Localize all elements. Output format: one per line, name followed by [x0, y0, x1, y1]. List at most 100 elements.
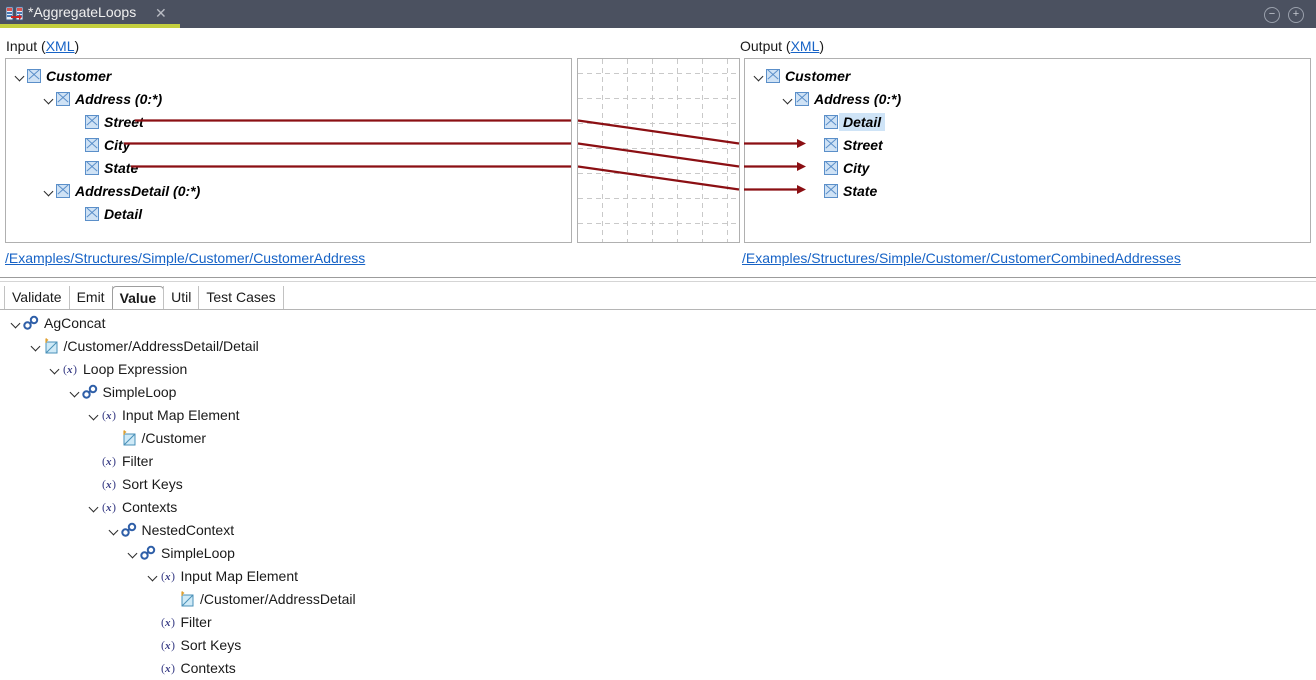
tree-node-label: Detail: [104, 205, 143, 222]
svg-text:): ): [171, 661, 175, 675]
input-structure-path-link[interactable]: /Examples/Structures/Simple/Customer/Cus…: [5, 250, 366, 266]
expression-node-nestedcontext[interactable]: NestedContext: [107, 518, 235, 541]
expression-node-contexts[interactable]: (x)Contexts: [87, 495, 177, 518]
chevron-down-icon[interactable]: [29, 339, 43, 353]
expression-node-loop-expression[interactable]: (x)Loop Expression: [48, 357, 187, 380]
svg-text:x: x: [105, 479, 112, 491]
output-node-detail[interactable]: Detail: [810, 110, 886, 133]
close-icon[interactable]: ✕: [155, 5, 167, 21]
expression-node-sort-keys[interactable]: (x)Sort Keys: [87, 472, 183, 495]
node-checkbox-icon[interactable]: [85, 160, 99, 175]
expression-node-label: Input Map Element: [122, 406, 240, 423]
node-checkbox-icon[interactable]: [56, 183, 70, 198]
input-label-prefix: Input (: [6, 38, 46, 54]
input-xml-link[interactable]: XML: [45, 38, 75, 54]
chevron-down-icon[interactable]: [9, 316, 23, 330]
editor-tab-aggregateloops[interactable]: *AggregateLoops ✕: [0, 0, 180, 28]
chevron-down-icon[interactable]: [87, 500, 101, 514]
input-node-addressdetail-0[interactable]: AddressDetail (0:*): [42, 179, 200, 202]
chevron-down-icon[interactable]: [146, 569, 160, 583]
node-checkbox-icon[interactable]: [85, 114, 99, 129]
svg-text:(: (: [63, 362, 67, 376]
node-checkbox-icon[interactable]: [85, 206, 99, 221]
expression-node-label: /Customer/AddressDetail: [200, 590, 356, 607]
expression-node-customer[interactable]: /Customer: [107, 426, 207, 449]
expression-node-contexts[interactable]: (x)Contexts: [146, 656, 236, 679]
expression-tree[interactable]: AgConcat/Customer/AddressDetail/Detail(x…: [0, 311, 1316, 680]
node-checkbox-icon[interactable]: [795, 91, 809, 106]
node-checkbox-icon[interactable]: [85, 137, 99, 152]
chevron-down-icon[interactable]: [126, 546, 140, 560]
chevron-down-icon[interactable]: [87, 408, 101, 422]
expression-node-customer-addressdetail[interactable]: /Customer/AddressDetail: [165, 587, 356, 610]
expression-node-input-map-element[interactable]: (x)Input Map Element: [87, 403, 240, 426]
expression-icon: (x): [160, 568, 176, 584]
output-label-suffix: ): [819, 38, 825, 54]
expression-icon: (x): [101, 476, 117, 492]
tab-value[interactable]: Value: [111, 286, 165, 310]
svg-text:x: x: [164, 571, 171, 583]
expression-node-customer-addressdetail-detail[interactable]: /Customer/AddressDetail/Detail: [29, 334, 259, 357]
input-node-address-0[interactable]: Address (0:*): [42, 87, 162, 110]
expression-node-input-map-element[interactable]: (x)Input Map Element: [146, 564, 299, 587]
chevron-down-icon[interactable]: [107, 523, 121, 537]
tab-test-cases[interactable]: Test Cases: [198, 286, 284, 310]
chevron-down-icon[interactable]: [68, 385, 82, 399]
node-checkbox-icon[interactable]: [824, 183, 838, 198]
tab-validate[interactable]: Validate: [4, 286, 70, 310]
chevron-down-icon[interactable]: [42, 184, 56, 198]
svg-text:): ): [171, 569, 175, 583]
output-node-address-0[interactable]: Address (0:*): [781, 87, 901, 110]
chevron-down-icon[interactable]: [752, 69, 766, 83]
svg-text:): ): [171, 638, 175, 652]
chevron-down-icon[interactable]: [781, 92, 795, 106]
expression-node-label: /Customer: [141, 429, 207, 446]
svg-text:(: (: [161, 615, 165, 629]
minimize-button[interactable]: −: [1264, 7, 1280, 23]
expression-node-label: NestedContext: [141, 521, 235, 538]
tab-util[interactable]: Util: [163, 286, 200, 310]
mapping-document-icon: [5, 6, 24, 22]
output-structure-path-link[interactable]: /Examples/Structures/Simple/Customer/Cus…: [742, 250, 1181, 266]
output-node-city[interactable]: City: [810, 156, 869, 179]
tree-node-label: Address (0:*): [75, 90, 163, 107]
maximize-button[interactable]: +: [1288, 7, 1304, 23]
input-node-street[interactable]: Street: [71, 110, 144, 133]
expression-node-label: /Customer/AddressDetail/Detail: [63, 337, 259, 354]
input-node-customer[interactable]: Customer: [13, 64, 111, 87]
chevron-down-icon[interactable]: [48, 362, 62, 376]
expression-node-filter[interactable]: (x)Filter: [146, 610, 212, 633]
output-xml-link[interactable]: XML: [790, 38, 820, 54]
output-node-street[interactable]: Street: [810, 133, 883, 156]
expression-node-agconcat[interactable]: AgConcat: [9, 311, 105, 334]
expression-node-simpleloop[interactable]: SimpleLoop: [68, 380, 176, 403]
mapping-grid-background: [578, 59, 739, 242]
tab-emit[interactable]: Emit: [68, 286, 113, 310]
input-node-state[interactable]: State: [71, 156, 138, 179]
expression-node-simpleloop[interactable]: SimpleLoop: [126, 541, 235, 564]
svg-text:(: (: [161, 569, 165, 583]
node-checkbox-icon[interactable]: [766, 68, 780, 83]
chevron-down-icon[interactable]: [13, 69, 27, 83]
node-checkbox-icon[interactable]: [824, 160, 838, 175]
mapping-grid-panel[interactable]: [577, 58, 740, 243]
expression-node-filter[interactable]: (x)Filter: [87, 449, 153, 472]
output-node-state[interactable]: State: [810, 179, 877, 202]
node-checkbox-icon[interactable]: [27, 68, 41, 83]
input-node-city[interactable]: City: [71, 133, 130, 156]
node-checkbox-icon[interactable]: [824, 114, 838, 129]
chain-link-icon: [23, 315, 39, 331]
expression-node-label: Filter: [180, 613, 212, 630]
output-node-customer[interactable]: Customer: [752, 64, 850, 87]
svg-text:x: x: [105, 410, 112, 422]
node-checkbox-icon[interactable]: [56, 91, 70, 106]
chevron-down-icon[interactable]: [42, 92, 56, 106]
input-node-detail[interactable]: Detail: [71, 202, 142, 225]
node-checkbox-icon[interactable]: [824, 137, 838, 152]
horizontal-divider-top: [0, 277, 1316, 278]
svg-text:x: x: [105, 502, 112, 514]
expression-node-sort-keys[interactable]: (x)Sort Keys: [146, 633, 242, 656]
